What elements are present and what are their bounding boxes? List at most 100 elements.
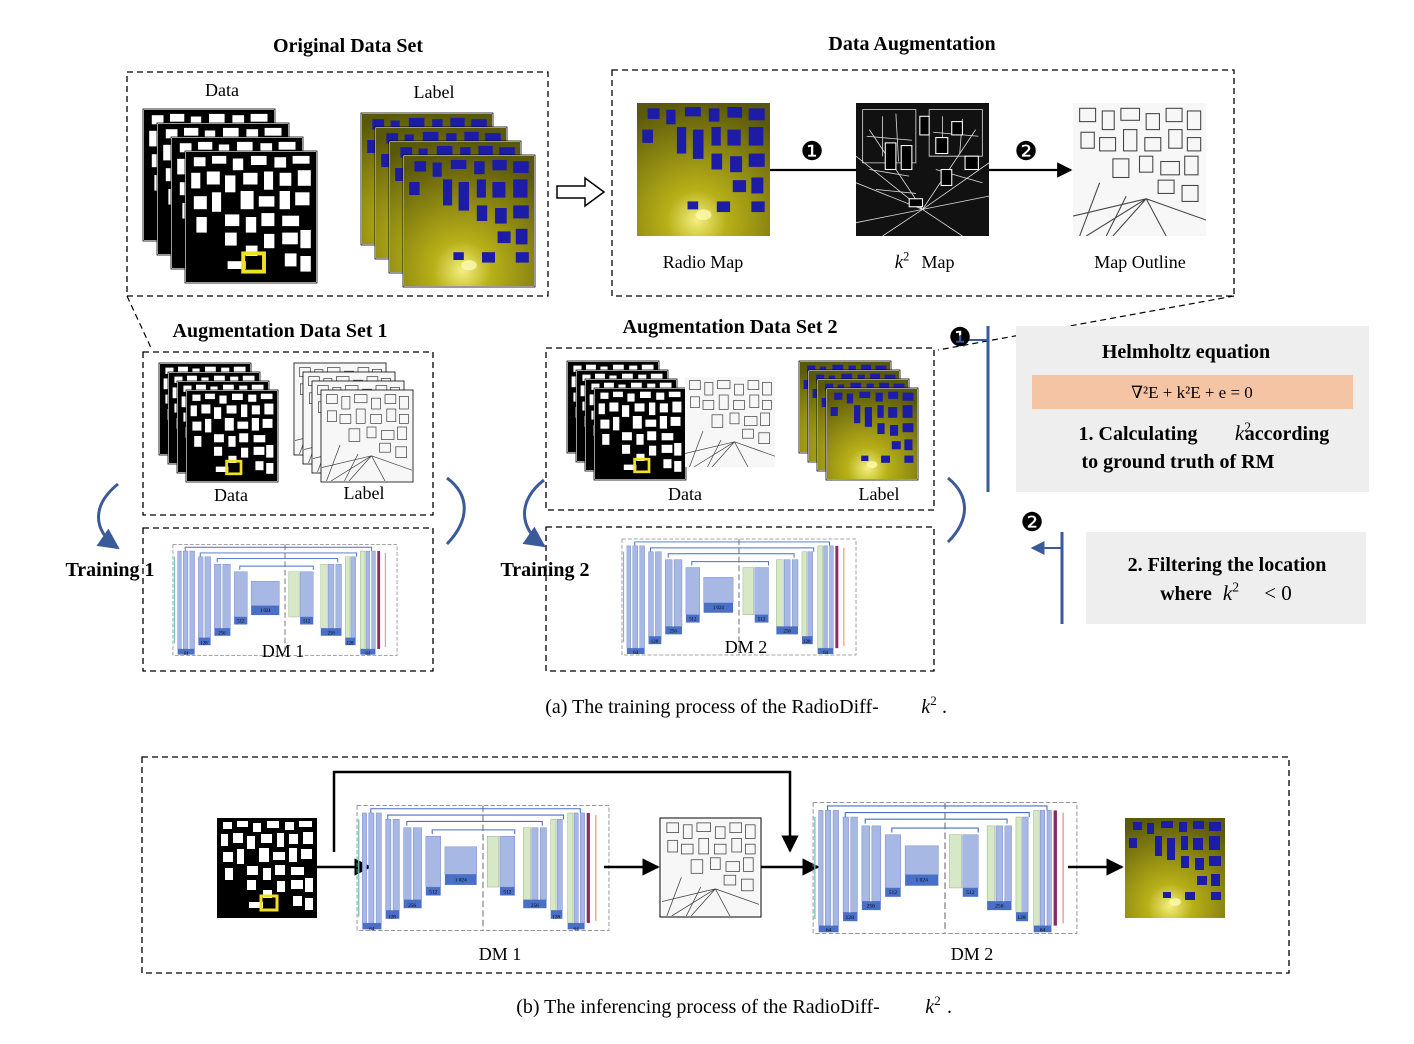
- item2-text-c: < 0: [1264, 581, 1292, 605]
- unet-channel-label: 512: [889, 890, 898, 896]
- radio-map: [404, 156, 534, 286]
- equation-band: [1032, 375, 1353, 409]
- filter-step2-marker: ❷: [1020, 508, 1043, 537]
- unet-channel-label: 128: [1017, 915, 1026, 921]
- unet-channel-label: 256: [328, 631, 336, 636]
- step1-marker: ❶: [800, 137, 823, 166]
- original-label-label: Label: [414, 82, 455, 102]
- unet-channel-label: 512: [966, 890, 975, 896]
- unet-channel-label: 64: [826, 927, 832, 933]
- aug2-data-label: Data: [668, 484, 702, 504]
- helmholtz-step1-marker: ❶: [948, 323, 971, 352]
- unet-channel-label: 128: [552, 914, 560, 920]
- aug2-building-map-front: [595, 389, 685, 479]
- aug1-data-label: Data: [214, 485, 248, 505]
- unet-channel-label: 1 024: [915, 878, 928, 884]
- unet-channel-label: 512: [503, 890, 511, 896]
- unet-channel-label: 128: [803, 640, 811, 645]
- unet-channel-label: 1 024: [260, 609, 271, 614]
- inference-dm2-label: DM 2: [951, 944, 994, 964]
- augmentation-1-title: Augmentation Data Set 1: [173, 320, 388, 342]
- unet-channel-label: 64: [633, 651, 638, 656]
- unet-channel-label: 512: [237, 620, 245, 625]
- step2-marker: ❷: [1014, 137, 1037, 166]
- dm2-training-box: [545, 526, 935, 672]
- radio-map-label: Radio Map: [663, 252, 744, 272]
- unet-channel-label: 512: [689, 617, 697, 622]
- augmentation-1-box: [142, 351, 434, 516]
- inference-box: [141, 756, 1290, 974]
- inference-dm2-unet: [812, 801, 1078, 935]
- augmentation-k2-map: [856, 103, 989, 236]
- augmentation-2-title: Augmentation Data Set 2: [623, 316, 838, 338]
- unet-channel-label: 64: [184, 652, 189, 657]
- item1-text-b: according: [1245, 423, 1329, 445]
- augmentation-2-box: [545, 347, 935, 511]
- dm1-training-box: [142, 527, 434, 672]
- unet-channel-label: 1 024: [713, 606, 725, 611]
- aug1-building-map-front: [187, 391, 277, 481]
- aug1-label-label: Label: [344, 483, 385, 503]
- caption-b-k2: k2: [925, 993, 940, 1018]
- unet-channel-label: 64: [366, 652, 371, 657]
- aug2-radio-map: [827, 389, 917, 479]
- inference-dm1-label: DM 1: [479, 944, 522, 964]
- zoom-line-left: [126, 295, 153, 351]
- aug1-outline-map: [322, 391, 412, 481]
- unet-channel-label: 128: [388, 914, 396, 920]
- helmholtz-title: Helmholtz equation: [1102, 341, 1270, 363]
- dm2-unet-labels: 1 024 512 512 256 256 128 128 64 64: [633, 606, 828, 656]
- training-1-label: Training 1: [65, 559, 154, 581]
- training-2-cycle-right: [946, 476, 966, 544]
- unet-channel-label: 256: [784, 630, 792, 635]
- data-augmentation-box: [611, 69, 1235, 297]
- item2-text-b: where: [1160, 583, 1212, 605]
- hollow-arrow: [556, 176, 606, 208]
- aug2-outline-bg: [685, 376, 775, 468]
- caption-b-dot: .: [947, 996, 952, 1018]
- training-2-cycle-left: [522, 478, 546, 548]
- unet-channel-label: 128: [651, 640, 659, 645]
- caption-a-dot: .: [942, 696, 947, 718]
- augmentation-map-outline: [1073, 103, 1206, 236]
- filter-panel: [1086, 532, 1366, 624]
- k2-map-symbol: k2: [895, 249, 910, 273]
- unet-channel-label: 64: [369, 927, 375, 933]
- unet-channel-label: 512: [429, 890, 437, 896]
- inference-outline-map: [661, 819, 760, 916]
- caption-a-k2: k2: [921, 693, 936, 718]
- unet-channel-label: 256: [995, 904, 1004, 910]
- dm1-label: DM 1: [262, 641, 305, 661]
- unet-channel-label: 256: [408, 903, 416, 909]
- caption-a: (a) The training process of the RadioDif…: [545, 696, 879, 718]
- inference-dm1-unet: [356, 804, 610, 932]
- dm2-label: DM 2: [725, 637, 768, 657]
- unet-channel-label: 256: [669, 630, 677, 635]
- unet-channel-label: 64: [823, 651, 828, 656]
- unet-channel-label: 128: [201, 641, 209, 646]
- original-data-set-title: Original Data Set: [273, 35, 423, 57]
- building-map-front: [186, 152, 316, 282]
- inference-input-map: [217, 818, 317, 918]
- original-data-set-box: [126, 71, 549, 297]
- augmentation-radio-map: [637, 103, 770, 236]
- unet-channel-label: 512: [303, 620, 311, 625]
- dm1-unet: [172, 543, 398, 657]
- unet-channel-label: 64: [1040, 927, 1046, 933]
- data-augmentation-title: Data Augmentation: [828, 33, 995, 55]
- training-1-cycle-left: [96, 482, 120, 550]
- unet-channel-label: 64: [573, 927, 579, 933]
- unet-channel-label: 256: [218, 631, 226, 636]
- training-2-label: Training 2: [500, 559, 589, 581]
- unet-channel-label: 512: [758, 617, 766, 622]
- original-data-label: Data: [205, 80, 239, 100]
- training-1-cycle-right: [445, 476, 466, 546]
- caption-b: (b) The inferencing process of the Radio…: [516, 996, 880, 1018]
- item1-text-a: 1. Calculating: [1079, 423, 1198, 445]
- inference-skip-arrow: [332, 770, 799, 853]
- aug2-label-label: Label: [859, 484, 900, 504]
- unet-channel-label: 1 024: [455, 877, 467, 883]
